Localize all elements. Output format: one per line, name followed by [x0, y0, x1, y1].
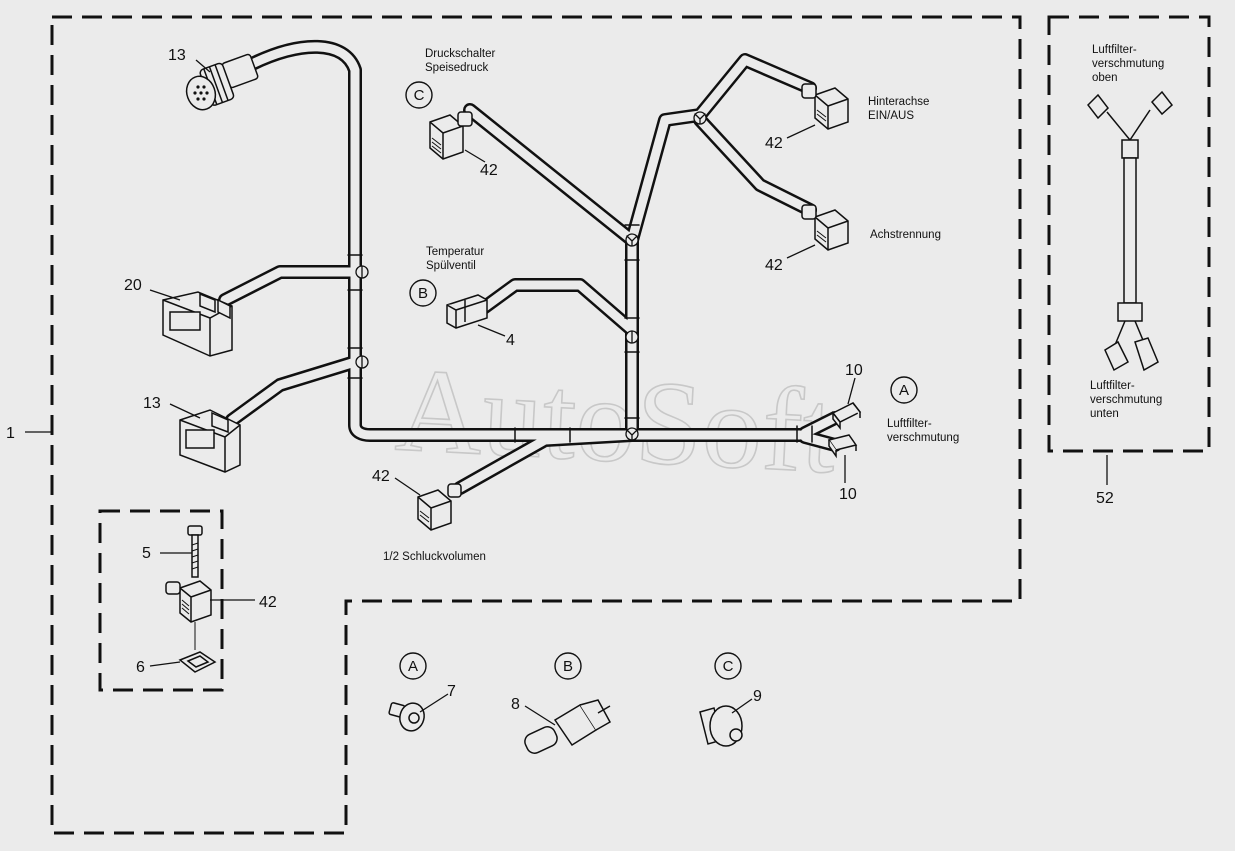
callout-7: 7: [447, 683, 456, 700]
callout-13-top: 13: [168, 47, 186, 64]
label-druckschalter: Druckschalter Speisedruck: [425, 48, 499, 74]
label-luftfilter-oben: Luftfilter- verschmutung oben: [1092, 44, 1167, 84]
callout-6: 6: [136, 659, 145, 676]
callout-42-detail: 42: [259, 594, 277, 611]
callout-42-druck: 42: [480, 162, 498, 179]
label-luftfilter-main: Luftfilter- verschmutung: [887, 418, 959, 444]
circle-b-bottom-text: B: [563, 658, 573, 675]
circle-b-top-text: B: [418, 285, 428, 302]
assembly-1-frame: [50, 15, 1022, 835]
sensor-7: [388, 702, 425, 732]
watermark: AutoSoft: [393, 342, 839, 498]
circle-b-top: [409, 279, 437, 307]
connector-13-mid: [179, 409, 241, 473]
circle-c-top: [405, 81, 433, 109]
plug-42-schluckvolumen: [417, 483, 462, 531]
circle-a-bottom-text: A: [408, 658, 418, 675]
callout-20: 20: [124, 277, 142, 294]
circle-a-top-text: A: [899, 382, 909, 399]
label-achstrennung: Achstrennung: [870, 229, 941, 241]
plug-42-achstrennung: [801, 204, 849, 251]
round-connector-13: [185, 53, 259, 111]
circle-b-bottom: [554, 652, 582, 680]
switch-9: [699, 705, 743, 747]
connector-20: [162, 291, 233, 357]
callout-42-achs: 42: [765, 257, 783, 274]
detail-42-assembly: [165, 525, 217, 673]
sensor-8: [524, 699, 612, 754]
label-luftfilter-unten: Luftfilter- verschmutung unten: [1090, 380, 1165, 420]
callout-1: 1: [6, 425, 15, 442]
label-hinterachse: Hinterachse EIN/AUS: [868, 96, 933, 122]
plug-10-pair: [827, 402, 862, 459]
circle-labels: [399, 81, 918, 680]
callout-13-mid: 13: [143, 395, 161, 412]
plug-42-hinterachse: [801, 83, 849, 130]
circle-c-bottom: [714, 652, 742, 680]
circle-c-bottom-text: C: [723, 658, 734, 675]
callout-10-bottom: 10: [839, 486, 857, 503]
plug-42-druckschalter: [429, 111, 473, 160]
assembly-52-frame: [1047, 15, 1211, 453]
circle-a-top: [890, 376, 918, 404]
callout-5: 5: [142, 545, 151, 562]
callout-10-top: 10: [845, 362, 863, 379]
callout-8: 8: [511, 696, 520, 713]
circle-c-top-text: C: [414, 87, 425, 104]
callout-4: 4: [506, 332, 515, 349]
label-schluckvolumen: 1/2 Schluckvolumen: [383, 551, 486, 563]
main-wire-harness: [218, 39, 842, 495]
harness-52: [1087, 90, 1174, 372]
leader-lines: [25, 59, 1108, 726]
circle-a-bottom: [399, 652, 427, 680]
label-temperatur: Temperatur Spülventil: [426, 246, 487, 272]
callout-42-schluck: 42: [372, 468, 390, 485]
callout-42-hinter: 42: [765, 135, 783, 152]
callout-52: 52: [1096, 490, 1114, 507]
callout-9: 9: [753, 688, 762, 705]
plug-4: [446, 294, 488, 329]
